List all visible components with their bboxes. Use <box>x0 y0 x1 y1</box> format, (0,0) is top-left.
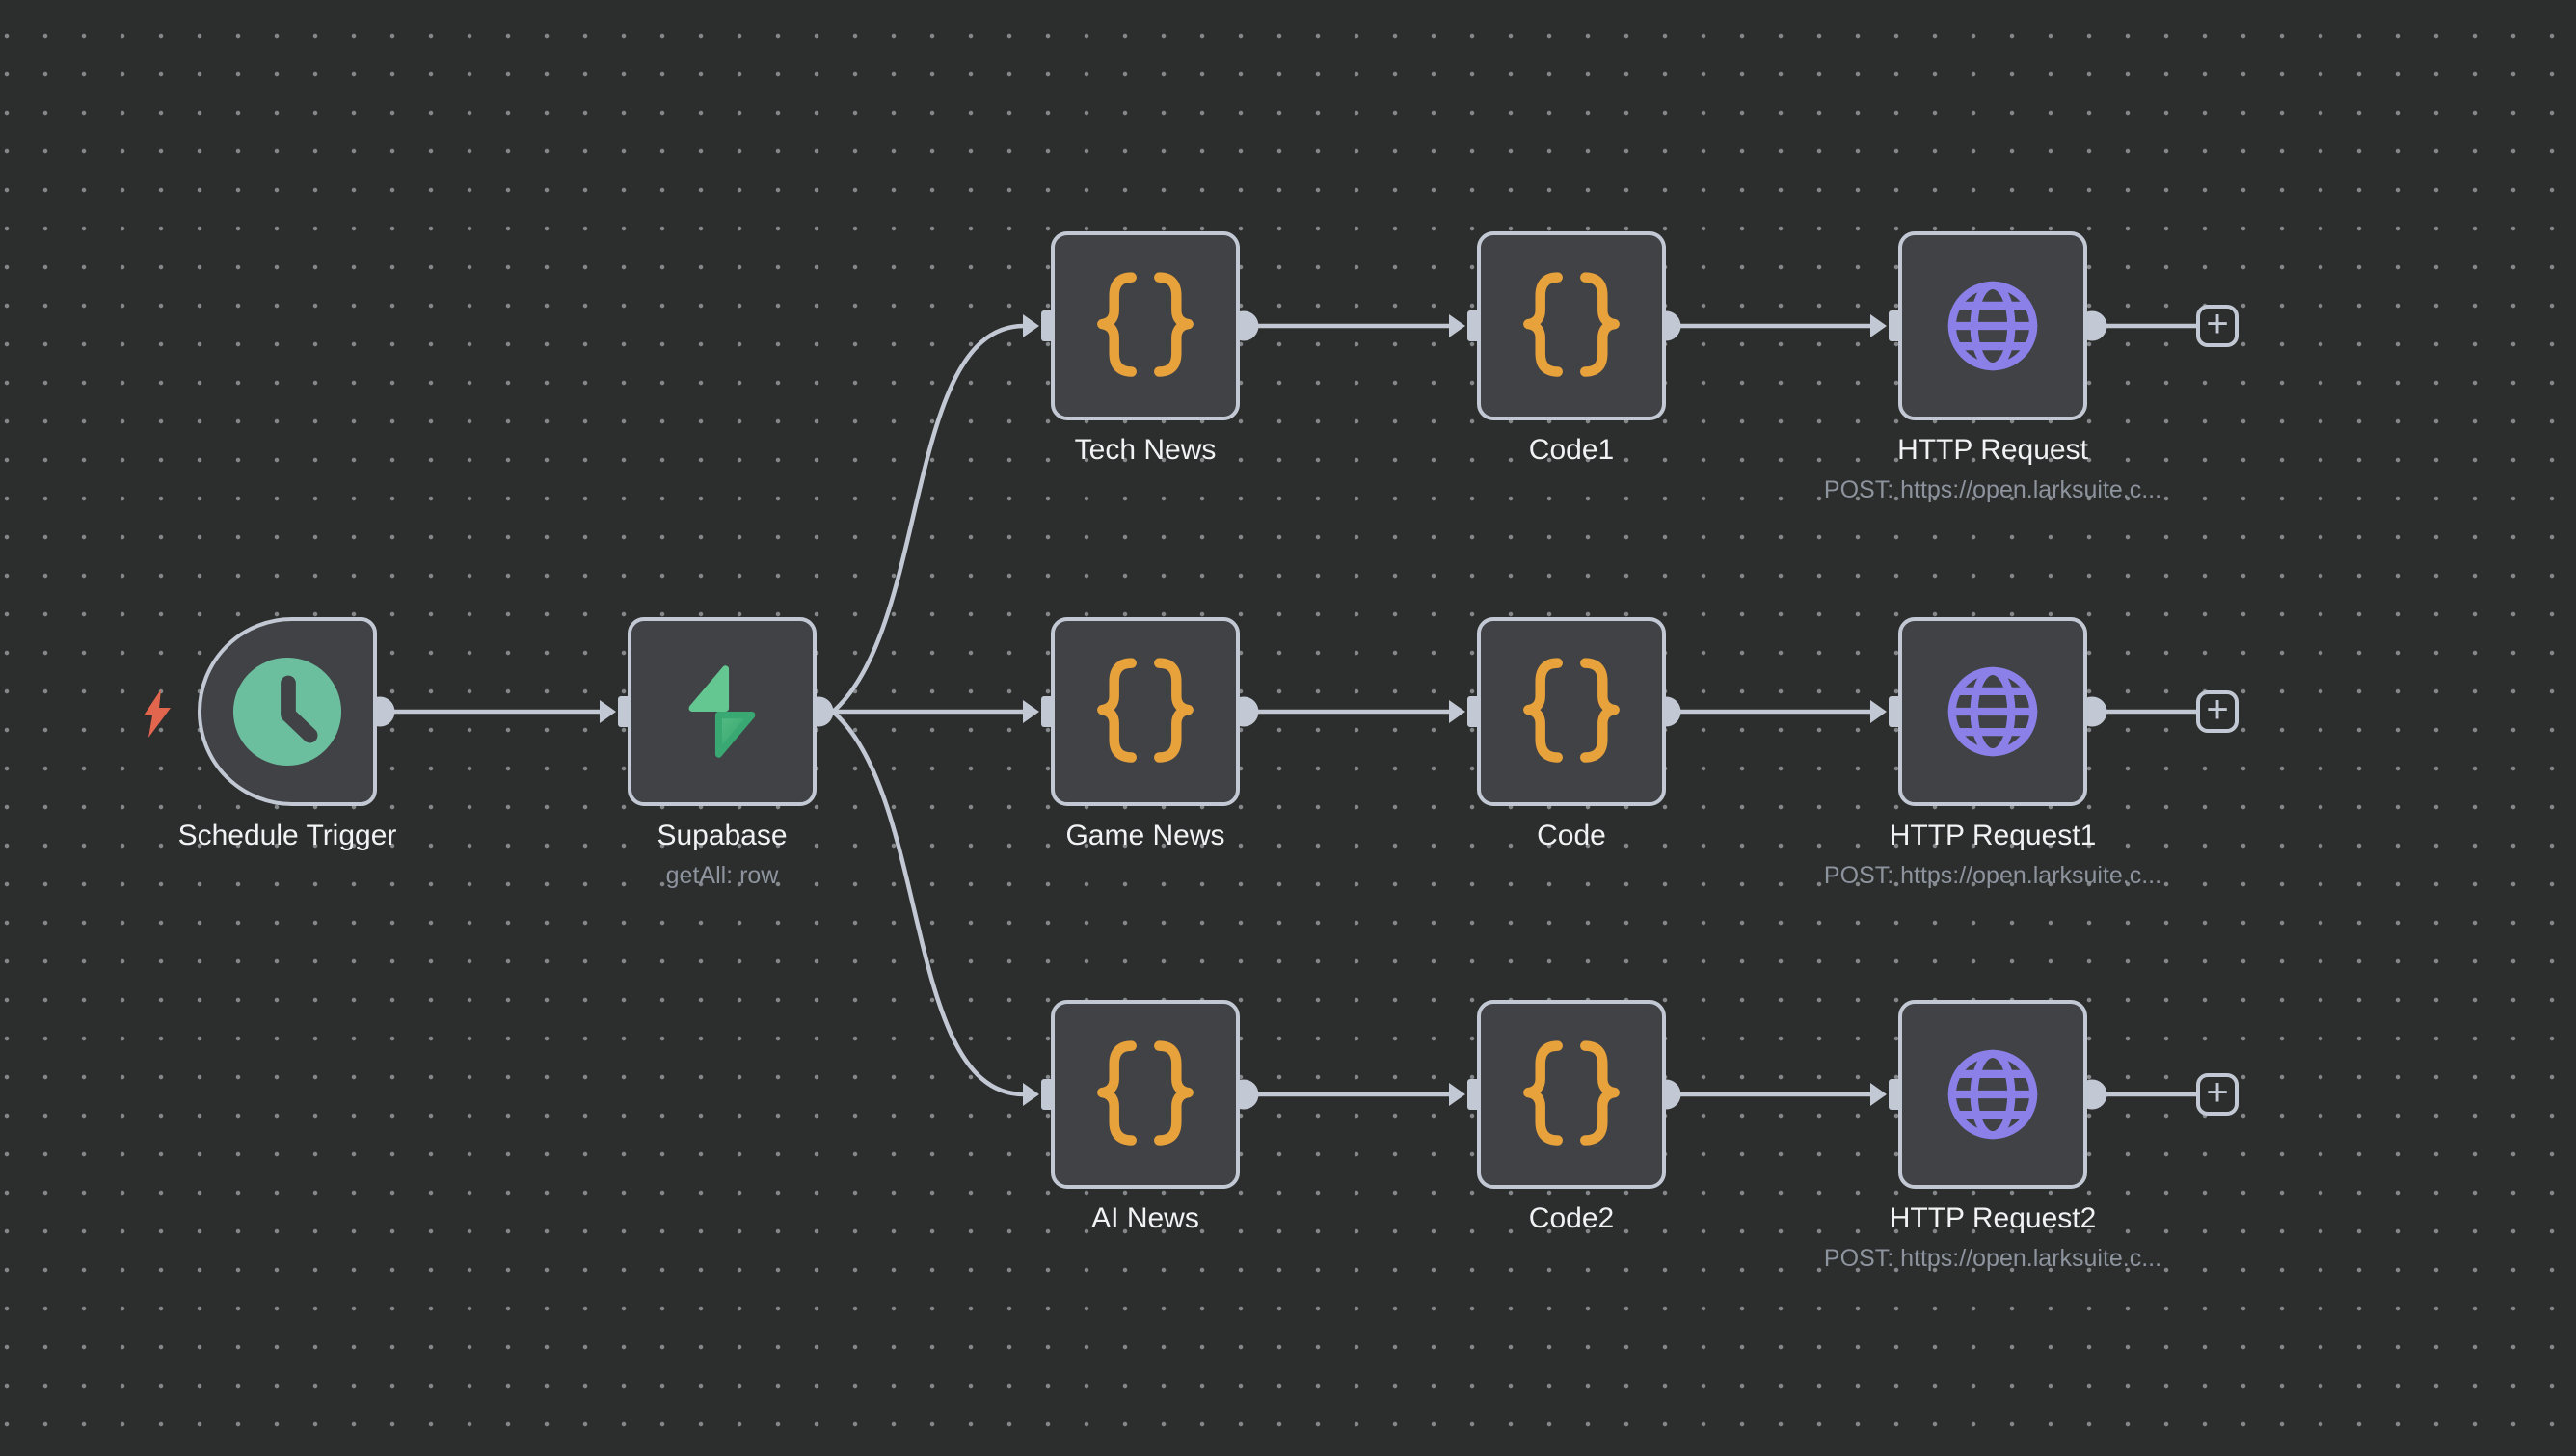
node-box[interactable] <box>1898 231 2087 420</box>
node-label: Code <box>1537 820 1606 851</box>
clock-icon <box>232 657 342 767</box>
node-label: AI News <box>1091 1202 1199 1234</box>
plus-icon: + <box>2206 1071 2229 1114</box>
node-box[interactable] <box>1898 1000 2087 1189</box>
globe-icon <box>1947 281 2038 371</box>
node-label: HTTP Request <box>1897 434 2088 466</box>
node-box[interactable] <box>198 617 377 806</box>
node-code[interactable]: Code <box>1477 617 1666 851</box>
node-label: Code2 <box>1528 1202 1615 1234</box>
lightning-bolt-icon <box>144 689 171 738</box>
node-label: Supabase <box>657 820 788 851</box>
add-node-button[interactable]: + <box>2196 1073 2239 1116</box>
node-tech-news[interactable]: Tech News <box>1051 231 1240 466</box>
node-label: HTTP Request2 <box>1889 1202 2097 1234</box>
code-braces-icon <box>1523 1040 1620 1146</box>
node-label: Tech News <box>1074 434 1217 466</box>
node-label: HTTP Request1 <box>1889 820 2097 851</box>
code-braces-icon <box>1097 658 1194 763</box>
connection-edge <box>831 710 1025 1097</box>
node-box[interactable] <box>628 617 817 806</box>
node-operation: POST: https://open.larksuite.c... <box>1823 862 2162 889</box>
node-operation: POST: https://open.larksuite.c... <box>1823 1245 2162 1272</box>
connection-edge <box>831 323 1025 714</box>
code-braces-icon <box>1523 272 1620 377</box>
node-operation: POST: https://open.larksuite.c... <box>1823 476 2162 503</box>
supabase-icon <box>688 665 756 758</box>
node-operation: getAll: row <box>665 862 779 889</box>
node-label: Code1 <box>1528 434 1615 466</box>
add-node-button[interactable]: + <box>2196 305 2239 347</box>
node-schedule-trigger[interactable]: Schedule Trigger <box>178 617 396 851</box>
node-box[interactable] <box>1051 231 1240 420</box>
plus-icon: + <box>2206 303 2229 345</box>
globe-icon <box>1947 666 2038 757</box>
plus-icon: + <box>2206 688 2229 731</box>
node-box[interactable] <box>1477 1000 1666 1189</box>
node-supabase[interactable]: Supabase getAll: row <box>628 617 817 889</box>
node-code1[interactable]: Code1 <box>1477 231 1666 466</box>
node-http-request2[interactable]: HTTP Request2 POST: https://open.larksui… <box>1824 1000 2161 1272</box>
node-game-news[interactable]: Game News <box>1051 617 1240 851</box>
node-box[interactable] <box>1051 1000 1240 1189</box>
add-node-button[interactable]: + <box>2196 690 2239 733</box>
node-code2[interactable]: Code2 <box>1477 1000 1666 1234</box>
code-braces-icon <box>1523 658 1620 763</box>
code-braces-icon <box>1097 272 1194 377</box>
node-http-request1[interactable]: HTTP Request1 POST: https://open.larksui… <box>1824 617 2161 889</box>
node-box[interactable] <box>1477 231 1666 420</box>
globe-icon <box>1947 1049 2038 1140</box>
node-label: Schedule Trigger <box>177 820 397 851</box>
node-box[interactable] <box>1898 617 2087 806</box>
node-http-request[interactable]: HTTP Request POST: https://open.larksuit… <box>1824 231 2161 503</box>
node-box[interactable] <box>1477 617 1666 806</box>
code-braces-icon <box>1097 1040 1194 1146</box>
node-ai-news[interactable]: AI News <box>1051 1000 1240 1234</box>
node-label: Game News <box>1065 820 1225 851</box>
node-box[interactable] <box>1051 617 1240 806</box>
